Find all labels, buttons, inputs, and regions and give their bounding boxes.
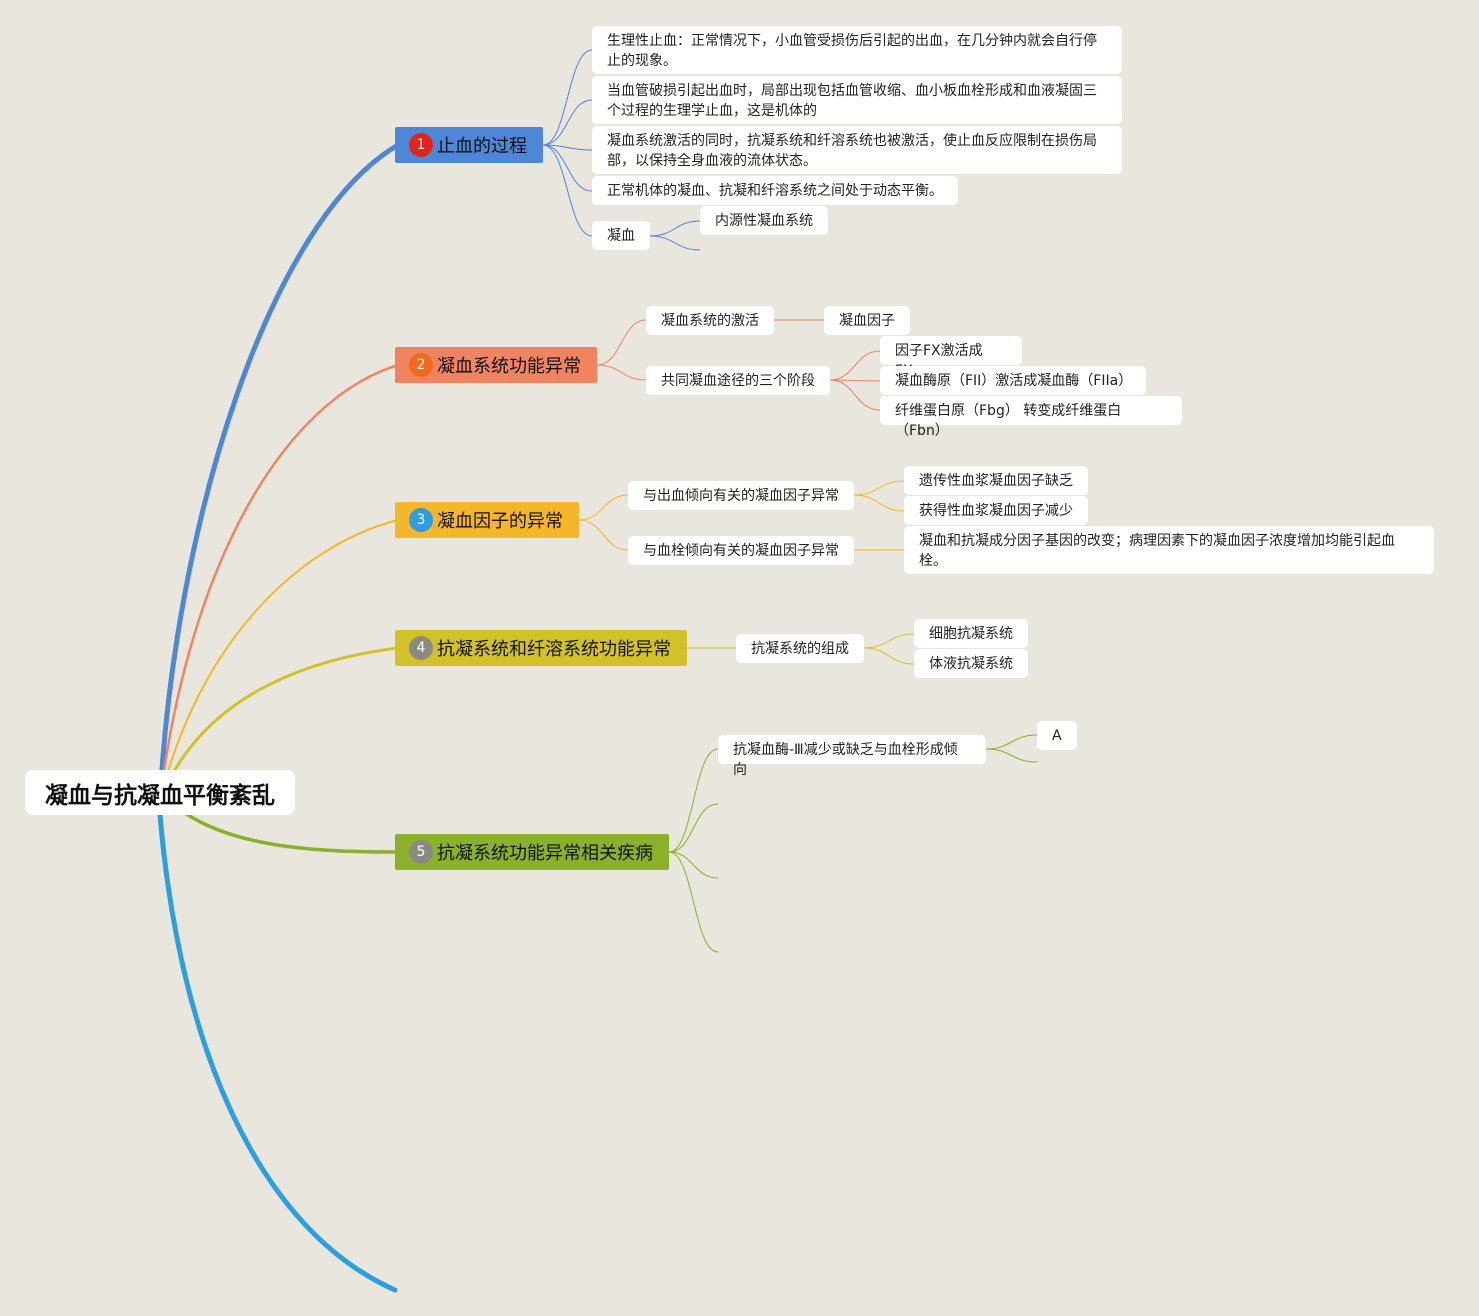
subtopic-physiological-hemostasis[interactable]: 生理性止血：正常情况下，小血管受损伤后引起的出血，在几分钟内就会自行停止的现象。 <box>592 26 1122 74</box>
connector-line <box>853 480 905 496</box>
connector-line <box>542 99 593 146</box>
subtopic-coagulation[interactable]: 凝血 <box>592 221 650 250</box>
number-badge-icon: 3 <box>409 508 433 532</box>
connector-line <box>668 748 719 853</box>
number-badge-icon: 1 <box>409 133 433 157</box>
connector-line <box>668 803 719 853</box>
leaf-coagulation-factors[interactable]: 凝血因子 <box>824 306 910 335</box>
leaf-intrinsic-coagulation[interactable]: 内源性凝血系统 <box>700 206 828 235</box>
connector-line <box>853 494 905 512</box>
leaf-prothrombin-activation[interactable]: 凝血酶原（FII）激活成凝血酶（FIIa） <box>880 366 1146 395</box>
connector-line <box>649 235 701 251</box>
main-topic-coagulation-dysfunction[interactable]: 2 凝血系统功能异常 <box>395 347 597 383</box>
number-badge-icon: 4 <box>409 636 433 660</box>
connector-line <box>829 379 881 411</box>
connector-line <box>542 144 593 237</box>
leaf-acquired-reduction[interactable]: 获得性血浆凝血因子减少 <box>904 496 1088 525</box>
connector-line <box>668 851 719 879</box>
trunk-line <box>158 363 400 802</box>
connector-line <box>985 748 1038 763</box>
connector-line <box>649 220 701 237</box>
subtopic-antithrombin-deficiency[interactable]: 抗凝血酶-Ⅲ减少或缺乏与血栓形成倾向 <box>718 735 986 778</box>
leaf-gene-changes[interactable]: 凝血和抗凝成分因子基因的改变；病理因素下的凝血因子浓度增加均能引起血栓。 <box>904 526 1434 574</box>
connector-line <box>668 851 719 953</box>
leaf-fibrinogen-conversion[interactable]: 纤维蛋白原（Fbg） 转变成纤维蛋白（Fbn） <box>880 396 1182 439</box>
connector-line <box>596 319 647 366</box>
main-topic-anticoagulation-fibrinolysis[interactable]: 4 抗凝系统和纤溶系统功能异常 <box>395 630 687 666</box>
subtopic-bleeding-tendency[interactable]: 与出血倾向有关的凝血因子异常 <box>628 481 854 510</box>
subtopic-common-pathway[interactable]: 共同凝血途径的三个阶段 <box>646 366 830 395</box>
trunk-line <box>159 519 399 801</box>
main-topic-label: 凝血系统功能异常 <box>437 356 581 377</box>
subtopic-system-activation[interactable]: 凝血系统激活的同时，抗凝系统和纤溶系统也被激活，使止血反应限制在损伤局部，以保持… <box>592 126 1122 174</box>
main-topic-label: 抗凝系统功能异常相关疾病 <box>437 843 653 864</box>
connector-line <box>578 519 629 551</box>
connector-line <box>829 350 881 381</box>
main-topic-factor-abnormality[interactable]: 3 凝血因子的异常 <box>395 502 579 538</box>
connector-line <box>542 144 593 192</box>
main-topic-related-diseases[interactable]: 5 抗凝系统功能异常相关疾病 <box>395 834 669 870</box>
subtopic-anticoagulant-components[interactable]: 抗凝系统的组成 <box>736 634 864 663</box>
main-topic-label: 抗凝系统和纤溶系统功能异常 <box>437 639 671 660</box>
trunk-line <box>157 812 398 1293</box>
leaf-cellular-anticoagulation[interactable]: 细胞抗凝系统 <box>914 619 1028 648</box>
number-badge-icon: 2 <box>409 353 433 377</box>
leaf-a[interactable]: A <box>1037 721 1077 750</box>
trunk-line <box>157 142 401 803</box>
connector-line <box>596 364 647 381</box>
leaf-humoral-anticoagulation[interactable]: 体液抗凝系统 <box>914 649 1028 678</box>
connector-line <box>542 49 593 146</box>
trunk-line <box>183 811 400 854</box>
subtopic-vascular-damage[interactable]: 当血管破损引起出血时，局部出现包括血管收缩、血小板血栓形成和血液凝固三个过程的生… <box>592 76 1122 124</box>
leaf-fx-activation[interactable]: 因子FX激活成FXa <box>880 336 1022 379</box>
subtopic-dynamic-balance[interactable]: 正常机体的凝血、抗凝和纤溶系统之间处于动态平衡。 <box>592 176 958 205</box>
number-badge-icon: 5 <box>409 840 433 864</box>
root-topic[interactable]: 凝血与抗凝血平衡紊乱 <box>25 770 295 815</box>
main-topic-hemostasis[interactable]: 1 止血的过程 <box>395 127 543 163</box>
connector-line <box>863 647 915 665</box>
main-topic-label: 止血的过程 <box>437 136 527 157</box>
main-topic-label: 凝血因子的异常 <box>437 511 563 532</box>
connector-line <box>829 379 881 382</box>
leaf-hereditary-deficiency[interactable]: 遗传性血浆凝血因子缺乏 <box>904 466 1088 495</box>
connector-line <box>542 144 593 151</box>
subtopic-thrombosis-tendency[interactable]: 与血栓倾向有关的凝血因子异常 <box>628 536 854 565</box>
connector-line <box>985 734 1038 750</box>
subtopic-coagulation-activation[interactable]: 凝血系统的激活 <box>646 306 774 335</box>
connector-line <box>578 494 629 521</box>
connector-line <box>863 633 915 649</box>
